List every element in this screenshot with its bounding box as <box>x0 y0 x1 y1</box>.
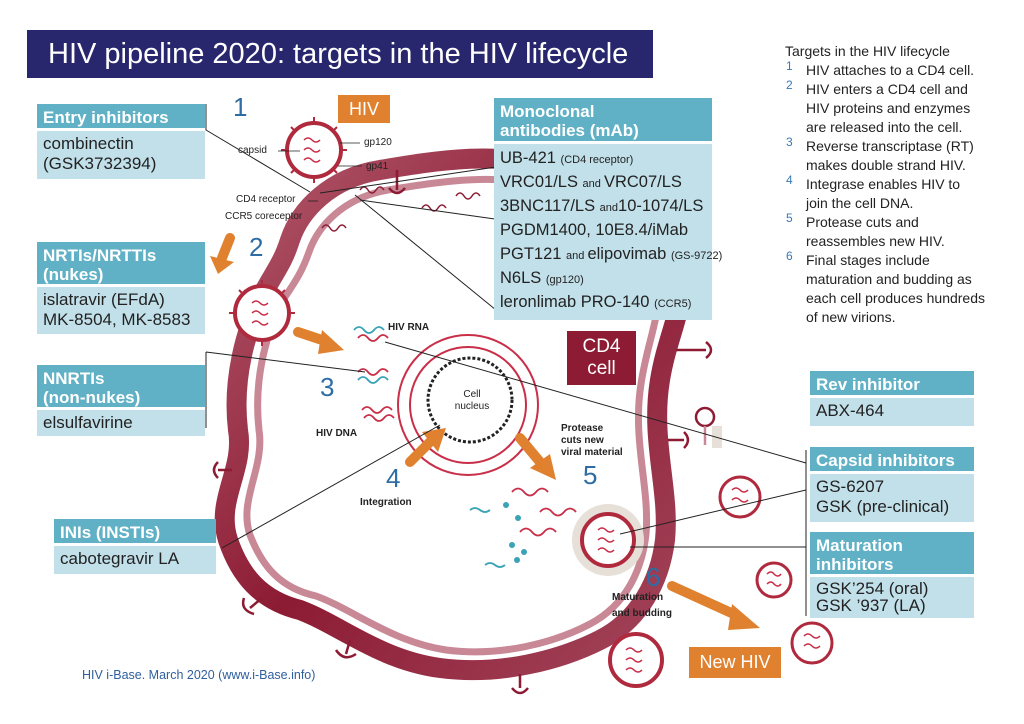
mab-header: Monoclonal antibodies (mAb) <box>494 98 712 144</box>
mab-item: UB-421 (CD4 receptor) <box>500 148 706 172</box>
mab-item-text: and <box>582 178 604 190</box>
nucleus-dna-ring <box>426 356 514 444</box>
step-number: 6 <box>646 562 661 592</box>
hiv-rna-label: HIV RNA <box>388 322 430 333</box>
mab-item-text: (CCR5) <box>654 298 692 310</box>
cell-nucleus-inner <box>409 346 527 464</box>
mab-item-text: VRC07/LS <box>603 173 682 191</box>
mab-item-text: UB-421 <box>500 149 561 167</box>
capsid-inhibitors-body: GS-6207 GSK (pre-clinical) <box>810 474 974 522</box>
capsid-label: capsid <box>238 145 267 156</box>
insti-body: cabotegravir LA <box>54 546 216 574</box>
footer-credit: HIV i-Base. March 2020 (www.i-Base.info) <box>82 668 316 682</box>
mab-item-text: (GS-9722) <box>670 250 723 262</box>
hiv-virion-entering <box>229 280 295 346</box>
mab-item: PGT121 and elipovimab (GS-9722) <box>500 244 722 268</box>
maturation-inhibitors-header: Maturation inhibitors <box>810 532 974 577</box>
integration-label: Integration <box>360 497 412 508</box>
insti-header: INIs (INSTIs) <box>54 519 216 546</box>
mab-item-text: (CD4 receptor) <box>560 154 634 166</box>
step-number: 3 <box>320 372 335 402</box>
nnrti-body: elsulfavirine <box>37 410 205 436</box>
mab-item: VRC01/LS and VRC07/LS <box>500 172 706 196</box>
mab-item-text: PGDM1400, 10E8.4/iMab <box>500 221 689 239</box>
lifecycle-arrows <box>210 233 760 630</box>
entry-inhibitors-body: combinectin (GSK3732394) <box>37 131 205 179</box>
page-title: HIV pipeline 2020: targets in the HIV li… <box>27 30 653 78</box>
cd4-receptor-label: CD4 receptor <box>236 194 296 205</box>
hiv-rna-strands <box>353 326 577 568</box>
mab-item-text: and <box>599 202 619 214</box>
mab-item-text: N6LS <box>500 269 546 287</box>
mab-item-text: VRC01/LS <box>500 173 583 191</box>
rev-inhibitor-header: Rev inhibitor <box>810 371 974 398</box>
capsid-inhibitors-header: Capsid inhibitors <box>810 447 974 474</box>
mab-item-text: 10-1074/LS <box>618 197 704 215</box>
mab-item-text: (gp120) <box>545 274 584 286</box>
mab-item: N6LS (gp120) <box>500 268 706 292</box>
maturation-inhibitors-body: GSK’254 (oral) GSK ’937 (LA) <box>810 577 974 618</box>
lifecycle-heading: Targets in the HIV lifecycle <box>785 43 950 59</box>
hiv-virion-new <box>608 475 834 688</box>
protease-label: Protease cuts new viral material <box>561 423 623 458</box>
hiv-virion-budding <box>572 504 644 576</box>
hiv-virion-attaching <box>281 117 347 183</box>
cell-nucleus-outer <box>397 334 539 476</box>
entry-inhibitors-header: Entry inhibitors <box>37 104 205 131</box>
cell-membrane-outer <box>214 148 693 681</box>
ccr5-coreceptor-label: CCR5 coreceptor <box>225 211 303 222</box>
mab-item-text: 3BNC117/LS <box>500 197 600 215</box>
nnrti-header: NNRTIs (non-nukes) <box>37 365 205 410</box>
mab-item: leronlimab PRO-140 (CCR5) <box>500 292 706 316</box>
mab-body: UB-421 (CD4 receptor)VRC01/LS and VRC07/… <box>494 144 722 320</box>
connector-lines <box>205 104 807 616</box>
rev-inhibitor-body: ABX-464 <box>810 398 974 426</box>
gp120-label: gp120 <box>364 137 392 148</box>
maturation-budding-label: Maturation and budding <box>612 592 672 619</box>
hiv-dna-label: HIV DNA <box>316 428 358 439</box>
mab-item: PGDM1400, 10E8.4/iMab <box>500 220 706 244</box>
step-number: 2 <box>249 232 264 262</box>
new-hiv-label: New HIV <box>689 647 781 678</box>
nrti-body: islatravir (EFdA) MK-8504, MK-8583 <box>37 287 205 334</box>
mab-item-text: leronlimab PRO-140 <box>500 293 655 311</box>
gp41-label: gp41 <box>366 161 389 172</box>
mab-list: UB-421 (CD4 receptor)VRC01/LS and VRC07/… <box>500 148 722 316</box>
step-number: 5 <box>583 460 598 490</box>
cd4-cell-label: CD4 cell <box>567 331 636 385</box>
cell-nucleus-label: Cell nucleus <box>454 389 490 412</box>
mab-item-text: PGT121 <box>500 245 567 263</box>
cell-membrane-inner <box>243 175 663 656</box>
step-number: 4 <box>386 463 401 493</box>
hiv-label: HIV <box>338 95 390 123</box>
mab-item: 3BNC117/LS and10-1074/LS <box>500 196 706 220</box>
mab-item-text: elipovimab <box>587 245 671 263</box>
step-number: 1 <box>233 92 248 122</box>
nrti-header: NRTIs/NRTTIs (nukes) <box>37 242 205 287</box>
mab-item-text: and <box>566 250 588 262</box>
